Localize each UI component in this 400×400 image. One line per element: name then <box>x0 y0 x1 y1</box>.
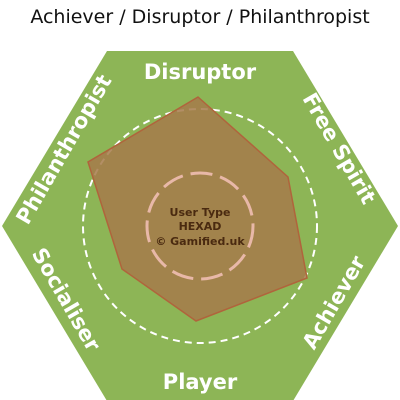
diagram-title: Achiever / Disruptor / Philanthropist <box>30 6 370 28</box>
label-disruptor: Disruptor <box>144 60 257 84</box>
center-line-2: HEXAD <box>179 220 222 233</box>
center-line-1: User Type <box>170 206 231 219</box>
inner-dashed-ring <box>145 171 255 281</box>
outer-dashed-ring <box>82 108 318 344</box>
center-line-3: © Gamified.uk <box>155 235 245 248</box>
label-player: Player <box>163 370 238 394</box>
user-profile-shape <box>87 96 308 322</box>
